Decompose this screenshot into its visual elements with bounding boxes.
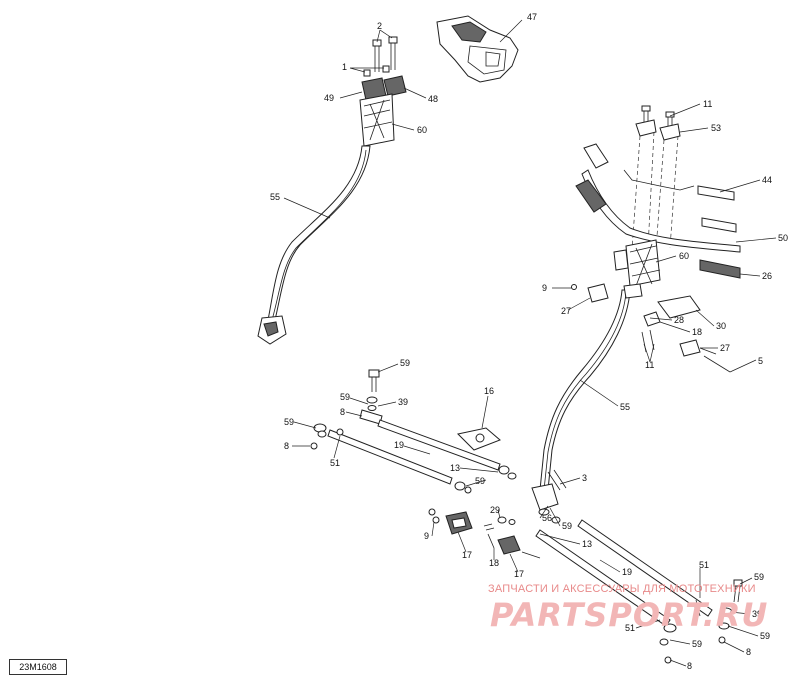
handlebar-cover-47 [436, 15, 519, 83]
callout-26: 26 [762, 271, 772, 281]
callout-19: 19 [622, 567, 632, 577]
callout-59: 59 [692, 639, 702, 649]
callout-59: 59 [400, 358, 410, 368]
callout-39: 39 [752, 609, 762, 619]
callout-56: 56 [542, 513, 552, 523]
callout-60: 60 [679, 251, 689, 261]
callout-3: 3 [582, 473, 587, 483]
callout-11: 11 [645, 360, 654, 370]
callout-48: 48 [428, 94, 438, 104]
callout-28: 28 [674, 315, 684, 325]
watermark-tagline: ЗАПЧАСТИ И АКСЕССУАРЫ ДЛЯ МОТОТЕХНИКИ [488, 583, 756, 595]
callout-19: 19 [394, 440, 404, 450]
leader-lines [283, 19, 777, 667]
callout-44: 44 [762, 175, 772, 185]
callout-17: 17 [514, 569, 524, 579]
callout-59: 59 [754, 572, 764, 582]
callout-labels: 47 2 1 49 48 60 55 11 53 44 50 60 26 9 2… [270, 12, 788, 671]
right-handlebar-assembly [531, 105, 741, 511]
callout-2: 2 [377, 21, 382, 31]
reference-code-label: 23M1608 [9, 659, 67, 675]
callout-8: 8 [687, 661, 692, 671]
callout-59: 59 [475, 476, 485, 486]
callout-17: 17 [462, 550, 472, 560]
callout-30: 30 [716, 321, 726, 331]
callout-39: 39 [398, 397, 408, 407]
callout-29: 29 [490, 505, 500, 515]
right-linkage-assembly [428, 508, 743, 664]
left-linkage-assembly [310, 369, 567, 494]
callout-18: 18 [692, 327, 702, 337]
callout-51: 51 [625, 623, 635, 633]
callout-59: 59 [284, 417, 294, 427]
callout-9: 9 [542, 283, 547, 293]
callout-47: 47 [527, 12, 537, 22]
callout-51: 51 [699, 560, 709, 570]
callout-1: 1 [342, 62, 347, 72]
callout-59: 59 [562, 521, 572, 531]
callout-8: 8 [340, 407, 345, 417]
callout-55: 55 [620, 402, 630, 412]
callout-18: 18 [489, 558, 499, 568]
callout-27: 27 [720, 343, 730, 353]
callout-53: 53 [711, 123, 721, 133]
callout-60: 60 [417, 125, 427, 135]
watermark-logo: PARTSPORT.RU [490, 596, 769, 634]
callout-11: 11 [703, 99, 712, 109]
callout-16: 16 [484, 386, 494, 396]
left-steering-column-assembly [257, 36, 407, 345]
callout-50: 50 [778, 233, 788, 243]
callout-49: 49 [324, 93, 334, 103]
callout-8: 8 [746, 647, 751, 657]
callout-8: 8 [284, 441, 289, 451]
callout-9: 9 [424, 531, 429, 541]
callout-55: 55 [270, 192, 280, 202]
callout-13: 13 [450, 463, 460, 473]
callout-59: 59 [340, 392, 350, 402]
callout-59: 59 [760, 631, 770, 641]
callout-27: 27 [561, 306, 571, 316]
callout-51: 51 [330, 458, 340, 468]
callout-13: 13 [582, 539, 592, 549]
callout-5: 5 [758, 356, 763, 366]
